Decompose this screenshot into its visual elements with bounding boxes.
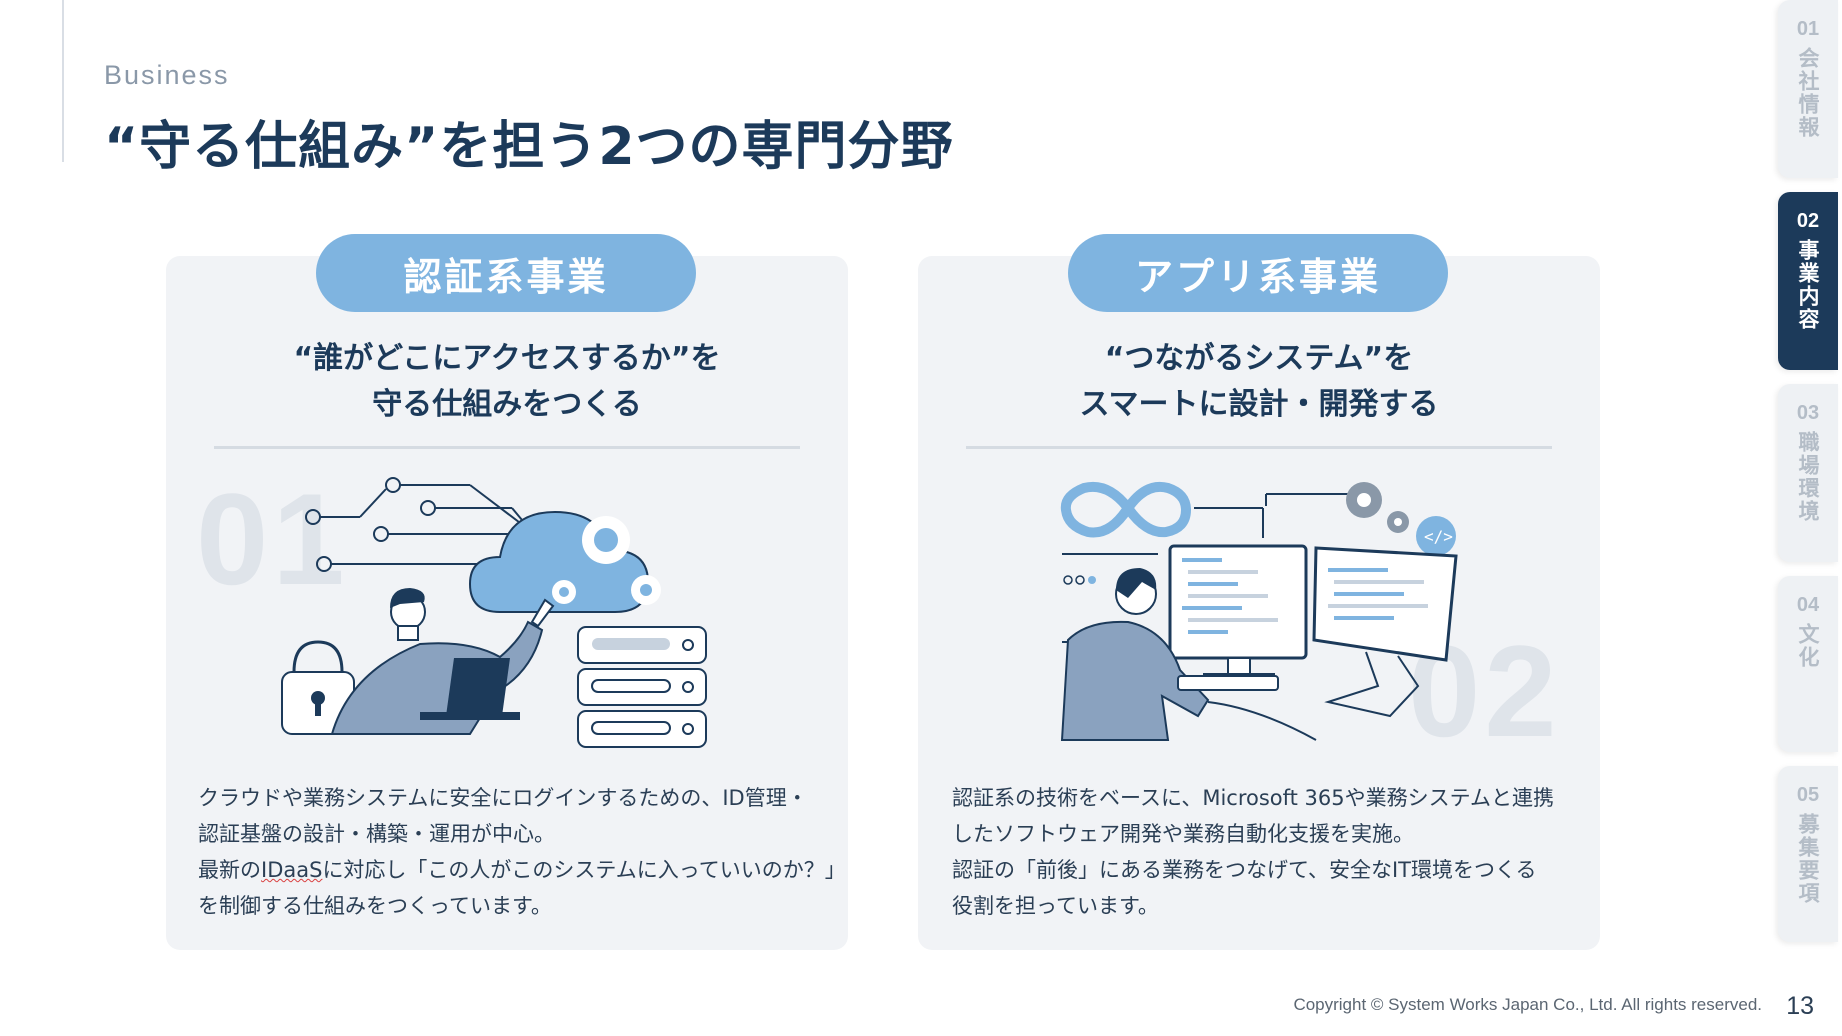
nav-tab-culture[interactable]: 04 文化 <box>1778 576 1838 752</box>
card-divider <box>966 446 1552 449</box>
nav-tab-number: 04 <box>1796 594 1820 616</box>
nav-tab-label: 募集要項 <box>1796 813 1820 905</box>
desc-text: に対応し「この人がこのシステムに入っていいのか？」 <box>322 858 846 882</box>
copyright: Copyright © System Works Japan Co., Ltd.… <box>1293 995 1762 1014</box>
tagline-line: スマートに設計・開発する <box>1079 387 1439 422</box>
desc-line: を制御する仕組みをつくっています。 <box>198 894 552 918</box>
desc-line: 役割を担っています。 <box>952 894 1159 918</box>
desc-line: 最新のIDaaSに対応し「この人がこのシステムに入っていいのか？」 <box>198 852 846 888</box>
nav-tab-number: 01 <box>1796 18 1820 40</box>
section-eyebrow: Business <box>104 60 230 90</box>
card-tagline-auth: “誰がどこにアクセスするか”を 守る仕組みをつくる <box>166 336 848 428</box>
desc-line: クラウドや業務システムに安全にログインするための、ID管理・ <box>198 786 808 810</box>
circuit-lines-icon <box>305 477 533 572</box>
nav-tab-label: 職場環境 <box>1796 431 1820 523</box>
svg-text:</>: </> <box>1424 527 1453 546</box>
desc-text: 最新の <box>198 858 261 882</box>
auth-illustration <box>281 477 707 748</box>
card-pill-app: アプリ系事業 <box>1068 234 1448 312</box>
nav-tab-workplace[interactable]: 03 職場環境 <box>1778 384 1838 562</box>
nav-tab-label: 事業内容 <box>1796 239 1820 331</box>
gear-icon <box>552 516 661 605</box>
nav-tab-number: 03 <box>1796 402 1820 424</box>
idaas-term: IDaaS <box>261 858 323 882</box>
nav-tab-business[interactable]: 02 事業内容 <box>1778 192 1838 370</box>
desc-line: 認証基盤の設計・構築・運用が中心。 <box>198 822 555 846</box>
card-tagline-app: “つながるシステム”を スマートに設計・開発する <box>918 336 1600 428</box>
page-number: 13 <box>1786 992 1814 1020</box>
server-stack-icon <box>577 626 707 748</box>
infinity-icon <box>1060 482 1192 538</box>
tagline-line: 守る仕組みをつくる <box>372 387 642 422</box>
header-accent-line <box>62 0 64 162</box>
nav-tab-company[interactable]: 01 会社情報 <box>1778 0 1838 178</box>
monitor-left-icon <box>1168 544 1308 683</box>
person-laptop-icon <box>330 588 555 735</box>
card-description-auth: クラウドや業務システムに安全にログインするための、ID管理・ 認証基盤の設計・構… <box>198 780 846 924</box>
nav-tab-recruit[interactable]: 05 募集要項 <box>1778 766 1838 942</box>
nav-tab-number: 02 <box>1796 210 1820 232</box>
tagline-line: “つながるシステム”を <box>1104 341 1414 376</box>
nav-tab-number: 05 <box>1796 784 1820 806</box>
monitor-right-icon <box>1312 546 1458 718</box>
nav-tab-label: 会社情報 <box>1796 47 1820 139</box>
desc-line: 認証の「前後」にある業務をつなげて、安全なIT環境をつくる <box>952 858 1537 882</box>
page-title: “守る仕組み”を担う2つの専門分野 <box>104 117 954 177</box>
app-illustration: </> <box>1060 482 1458 741</box>
card-number: 01 <box>196 466 349 612</box>
card-divider <box>214 446 800 449</box>
card-description-app: 認証系の技術をベースに、Microsoft 365や業務システムと連携 したソフ… <box>952 780 1554 924</box>
nav-tab-label: 文化 <box>1796 623 1820 669</box>
dots-icon <box>1063 575 1096 585</box>
card-pill-auth: 認証系事業 <box>316 234 696 312</box>
developer-person-icon <box>1060 568 1317 741</box>
tagline-line: “誰がどこにアクセスするか”を <box>293 341 721 376</box>
gear-icon <box>1346 482 1409 533</box>
desc-line: 認証系の技術をベースに、Microsoft 365や業務システムと連携 <box>952 786 1555 810</box>
code-badge-icon: </> <box>1416 516 1456 556</box>
desc-line: したソフトウェア開発や業務自動化支援を実施。 <box>952 822 1414 846</box>
